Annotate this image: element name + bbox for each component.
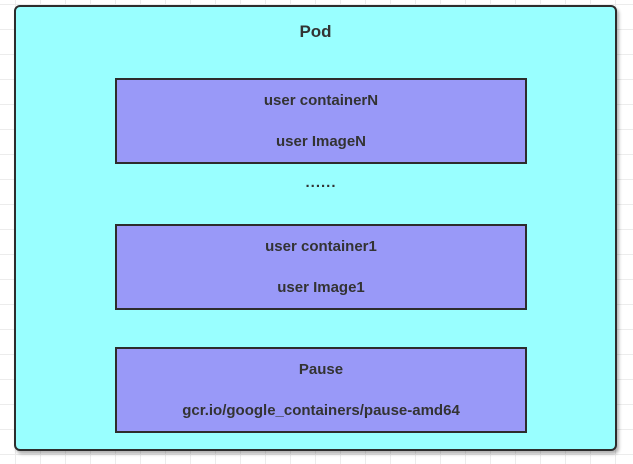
container-box-pause: Pause gcr.io/google_containers/pause-amd… <box>115 347 527 433</box>
container-image: user Image1 <box>277 278 365 296</box>
container-image: gcr.io/google_containers/pause-amd64 <box>182 401 460 419</box>
container-image: user ImageN <box>275 132 367 150</box>
pod-box: Pod user containerN user ImageN ...... u… <box>14 5 617 451</box>
container-name: Pause <box>298 360 344 378</box>
pod-title: Pod <box>299 22 332 41</box>
container-box-user1: user container1 user Image1 <box>115 224 527 310</box>
container-name: user containerN <box>263 91 379 109</box>
ellipsis-dots: ...... <box>305 174 337 191</box>
container-box-userN: user containerN user ImageN <box>115 78 527 164</box>
container-name: user container1 <box>265 237 377 255</box>
